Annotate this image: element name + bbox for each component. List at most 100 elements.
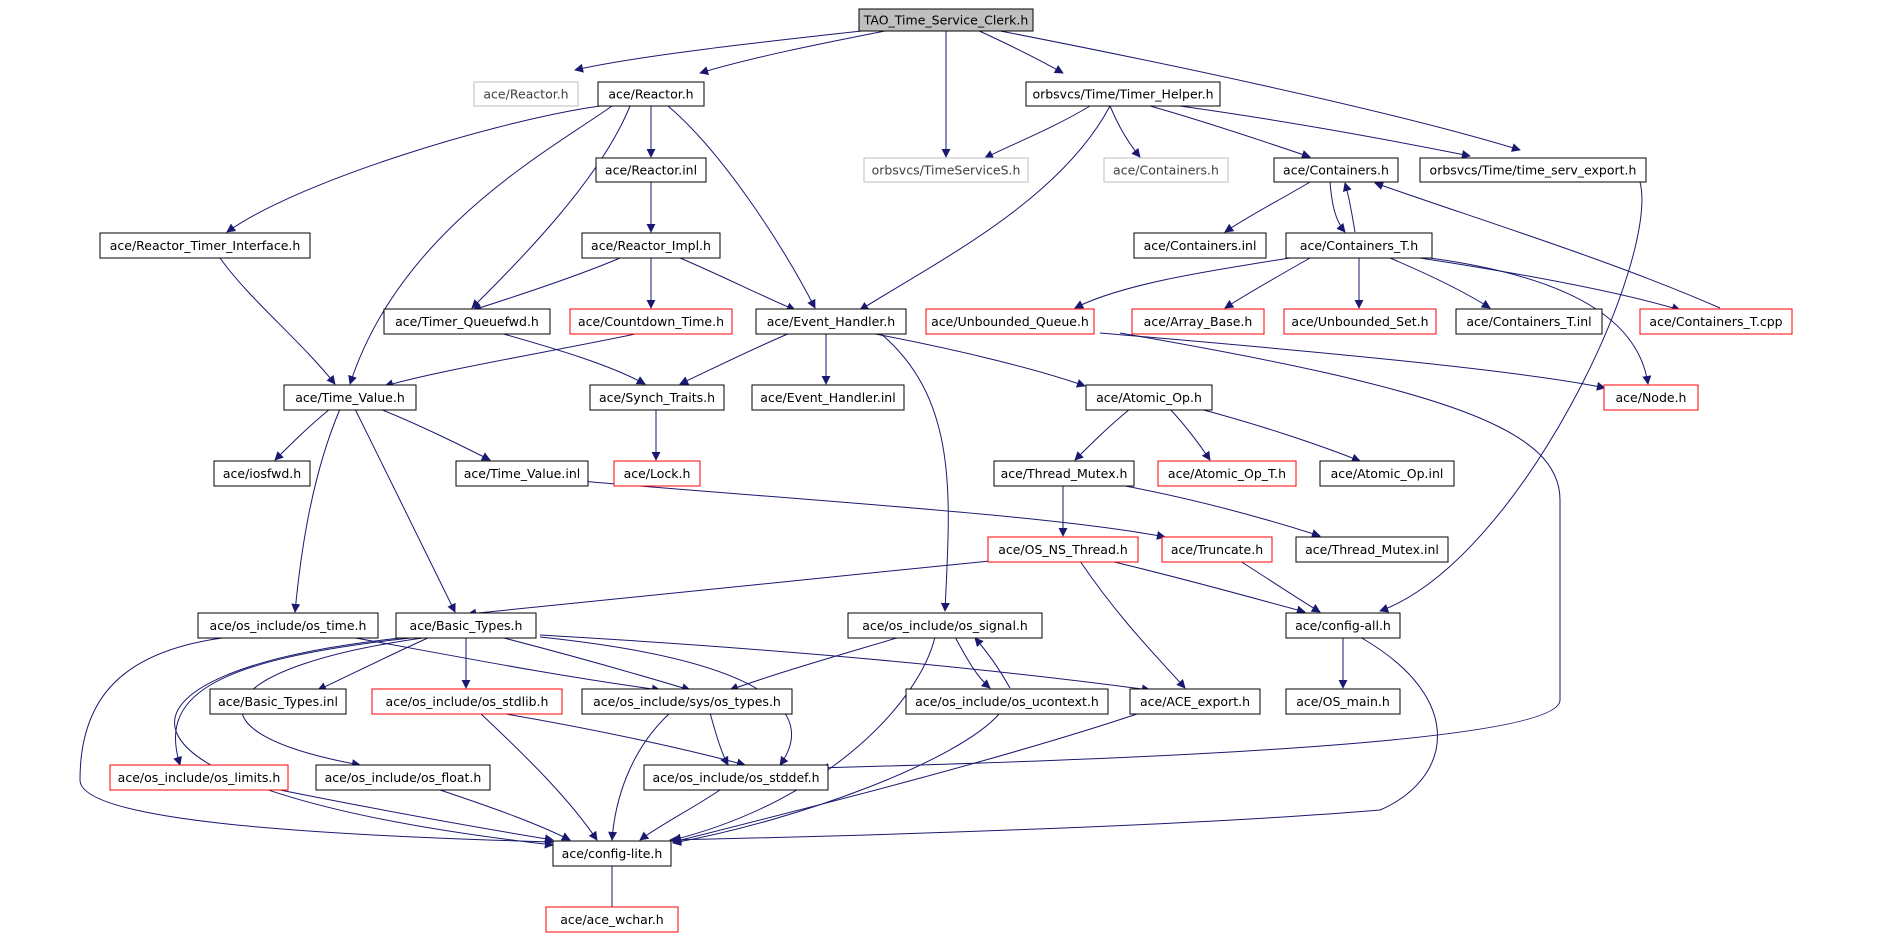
node-truncate[interactable]: ace/Truncate.h <box>1161 536 1273 563</box>
node-containers-gray-label: ace/Containers.h <box>1113 163 1219 178</box>
node-array-base[interactable]: ace/Array_Base.h <box>1131 308 1265 335</box>
edge-containers-t-containers <box>1342 182 1356 233</box>
node-sys-os-types[interactable]: ace/os_include/sys/os_types.h <box>581 688 793 715</box>
node-truncate-label: ace/Truncate.h <box>1171 542 1263 557</box>
node-basic-types-label: ace/Basic_Types.h <box>410 618 523 633</box>
edge-os-limits-config-lite <box>279 789 554 844</box>
node-os-time[interactable]: ace/os_include/os_time.h <box>197 612 379 639</box>
node-config-all[interactable]: ace/config-all.h <box>1285 612 1401 639</box>
node-reactor[interactable]: ace/Reactor.h <box>597 81 705 107</box>
node-ace-wchar[interactable]: ace/ace_wchar.h <box>545 906 679 933</box>
node-os-main[interactable]: ace/OS_main.h <box>1285 688 1401 715</box>
edge-containers-t-containers-t-inl <box>1389 257 1491 309</box>
node-lock-label: ace/Lock.h <box>624 466 691 481</box>
node-basic-types[interactable]: ace/Basic_Types.h <box>395 612 537 639</box>
node-event-handler[interactable]: ace/Event_Handler.h <box>755 308 907 335</box>
node-os-ucontext-label: ace/os_include/os_ucontext.h <box>915 694 1099 709</box>
node-containers-t[interactable]: ace/Containers_T.h <box>1285 232 1433 259</box>
node-lock[interactable]: ace/Lock.h <box>613 460 701 487</box>
edge-atomic-op-thread-mutex <box>1074 408 1131 461</box>
node-config-lite-label: ace/config-lite.h <box>562 846 663 861</box>
node-atomic-op-inl[interactable]: ace/Atomic_Op.inl <box>1319 460 1455 487</box>
node-time-value[interactable]: ace/Time_Value.h <box>283 384 417 411</box>
node-iosfwd[interactable]: ace/iosfwd.h <box>213 460 311 487</box>
edge-thread-mutex-thread-mutex-inl <box>1119 484 1321 538</box>
node-os-ucontext[interactable]: ace/os_include/os_ucontext.h <box>905 688 1109 715</box>
node-reactor-gray[interactable]: ace/Reactor.h <box>473 81 579 107</box>
node-timer-queuefwd[interactable]: ace/Timer_Queuefwd.h <box>383 308 551 335</box>
edge-root-reactor <box>699 28 896 75</box>
node-time-value-inl[interactable]: ace/Time_Value.inl <box>455 460 589 487</box>
node-time-value-inl-label: ace/Time_Value.inl <box>464 466 580 481</box>
edge-unbounded-queue-os-stddef <box>819 332 1561 773</box>
node-thread-mutex[interactable]: ace/Thread_Mutex.h <box>993 460 1135 487</box>
node-event-handler-inl-label: ace/Event_Handler.inl <box>760 390 895 405</box>
node-atomic-op[interactable]: ace/Atomic_Op.h <box>1085 384 1213 411</box>
node-os-signal-label: ace/os_include/os_signal.h <box>862 618 1028 633</box>
node-os-stddef[interactable]: ace/os_include/os_stddef.h <box>643 764 829 791</box>
edge-ace-export-config-lite <box>672 712 1141 845</box>
node-basic-types-inl-label: ace/Basic_Types.inl <box>218 694 338 709</box>
node-containers[interactable]: ace/Containers.h <box>1273 157 1399 183</box>
node-containers-inl[interactable]: ace/Containers.inl <box>1133 232 1267 259</box>
node-unbounded-queue[interactable]: ace/Unbounded_Queue.h <box>925 308 1095 335</box>
edge-os-float-config-lite <box>439 789 571 841</box>
edge-os-stdlib-os-stddef <box>499 712 746 768</box>
node-countdown-time[interactable]: ace/Countdown_Time.h <box>569 308 733 335</box>
edge-time-value-os-time <box>291 408 341 613</box>
node-config-all-label: ace/config-all.h <box>1295 618 1391 633</box>
edge-reactor-impl-event-handler <box>679 257 796 311</box>
node-ace-export[interactable]: ace/ACE_export.h <box>1129 688 1261 715</box>
node-os-float[interactable]: ace/os_include/os_float.h <box>315 764 491 791</box>
node-reactor-impl-label: ace/Reactor_Impl.h <box>591 238 711 253</box>
node-os-limits[interactable]: ace/os_include/os_limits.h <box>109 764 289 791</box>
node-synch-traits-label: ace/Synch_Traits.h <box>599 390 715 405</box>
node-reactor-impl[interactable]: ace/Reactor_Impl.h <box>581 232 721 259</box>
node-basic-types-inl[interactable]: ace/Basic_Types.inl <box>209 688 347 715</box>
edge-containers-t-unbounded-queue <box>1074 257 1291 309</box>
edge-time-value-time-value-inl <box>379 408 491 461</box>
edge-timer-queuefwd-synch-traits <box>499 332 646 385</box>
node-root[interactable]: TAO_Time_Service_Clerk.h <box>858 8 1034 32</box>
node-iosfwd-label: ace/iosfwd.h <box>223 466 301 481</box>
node-thread-mutex-inl-label: ace/Thread_Mutex.inl <box>1305 542 1439 557</box>
node-unbounded-queue-label: ace/Unbounded_Queue.h <box>931 314 1089 329</box>
node-time-value-label: ace/Time_Value.h <box>295 390 405 405</box>
node-unbounded-set-label: ace/Unbounded_Set.h <box>1291 314 1428 329</box>
edge-time-serv-export-config-all <box>1379 181 1643 613</box>
node-os-float-label: ace/os_include/os_float.h <box>325 770 482 785</box>
node-os-signal[interactable]: ace/os_include/os_signal.h <box>847 612 1043 639</box>
node-atomic-op-t[interactable]: ace/Atomic_Op_T.h <box>1157 460 1297 487</box>
node-timer-helper[interactable]: orbsvcs/Time/Timer_Helper.h <box>1025 81 1221 107</box>
edge-time-value-iosfwd <box>274 408 331 461</box>
node-config-lite[interactable]: ace/config-lite.h <box>552 840 672 867</box>
node-timeservices[interactable]: orbsvcs/TimeServiceS.h <box>863 157 1029 183</box>
edge-timer-helper-time-serv-export <box>1179 105 1471 159</box>
node-event-handler-inl[interactable]: ace/Event_Handler.inl <box>751 384 905 411</box>
node-thread-mutex-inl[interactable]: ace/Thread_Mutex.inl <box>1295 536 1449 563</box>
edge-os-ns-thread-basic-types <box>467 560 991 618</box>
edge-timer-helper-timeservices <box>984 105 1091 159</box>
node-ace-export-label: ace/ACE_export.h <box>1140 694 1250 709</box>
edge-sys-os-types-os-stddef <box>709 712 729 766</box>
node-containers-t-inl[interactable]: ace/Containers_T.inl <box>1455 308 1603 335</box>
edge-reactor-impl-timer-queuefwd <box>472 257 621 312</box>
node-synch-traits[interactable]: ace/Synch_Traits.h <box>589 384 725 411</box>
node-reactor-inl[interactable]: ace/Reactor.inl <box>595 157 707 183</box>
node-containers-t-cpp[interactable]: ace/Containers_T.cpp <box>1639 308 1793 335</box>
node-os-stdlib[interactable]: ace/os_include/os_stdlib.h <box>371 688 563 715</box>
node-time-serv-export[interactable]: orbsvcs/Time/time_serv_export.h <box>1419 157 1647 183</box>
edge-os-stddef-config-lite <box>639 789 721 841</box>
node-timer-helper-label: orbsvcs/Time/Timer_Helper.h <box>1032 87 1213 102</box>
edge-basic-types-os-limits <box>173 636 421 766</box>
node-os-ns-thread[interactable]: ace/OS_NS_Thread.h <box>987 536 1139 563</box>
node-unbounded-set[interactable]: ace/Unbounded_Set.h <box>1283 308 1437 335</box>
edge-basic-types-basic-types-inl <box>317 636 431 691</box>
node-containers-inl-label: ace/Containers.inl <box>1144 238 1257 253</box>
node-ace-wchar-label: ace/ace_wchar.h <box>560 912 663 927</box>
node-containers-t-label: ace/Containers_T.h <box>1300 238 1418 253</box>
node-containers-gray[interactable]: ace/Containers.h <box>1103 157 1229 183</box>
node-node[interactable]: ace/Node.h <box>1603 384 1699 411</box>
edge-config-all-config-lite <box>669 636 1438 845</box>
node-reactor-timer-interface[interactable]: ace/Reactor_Timer_Interface.h <box>99 232 311 259</box>
